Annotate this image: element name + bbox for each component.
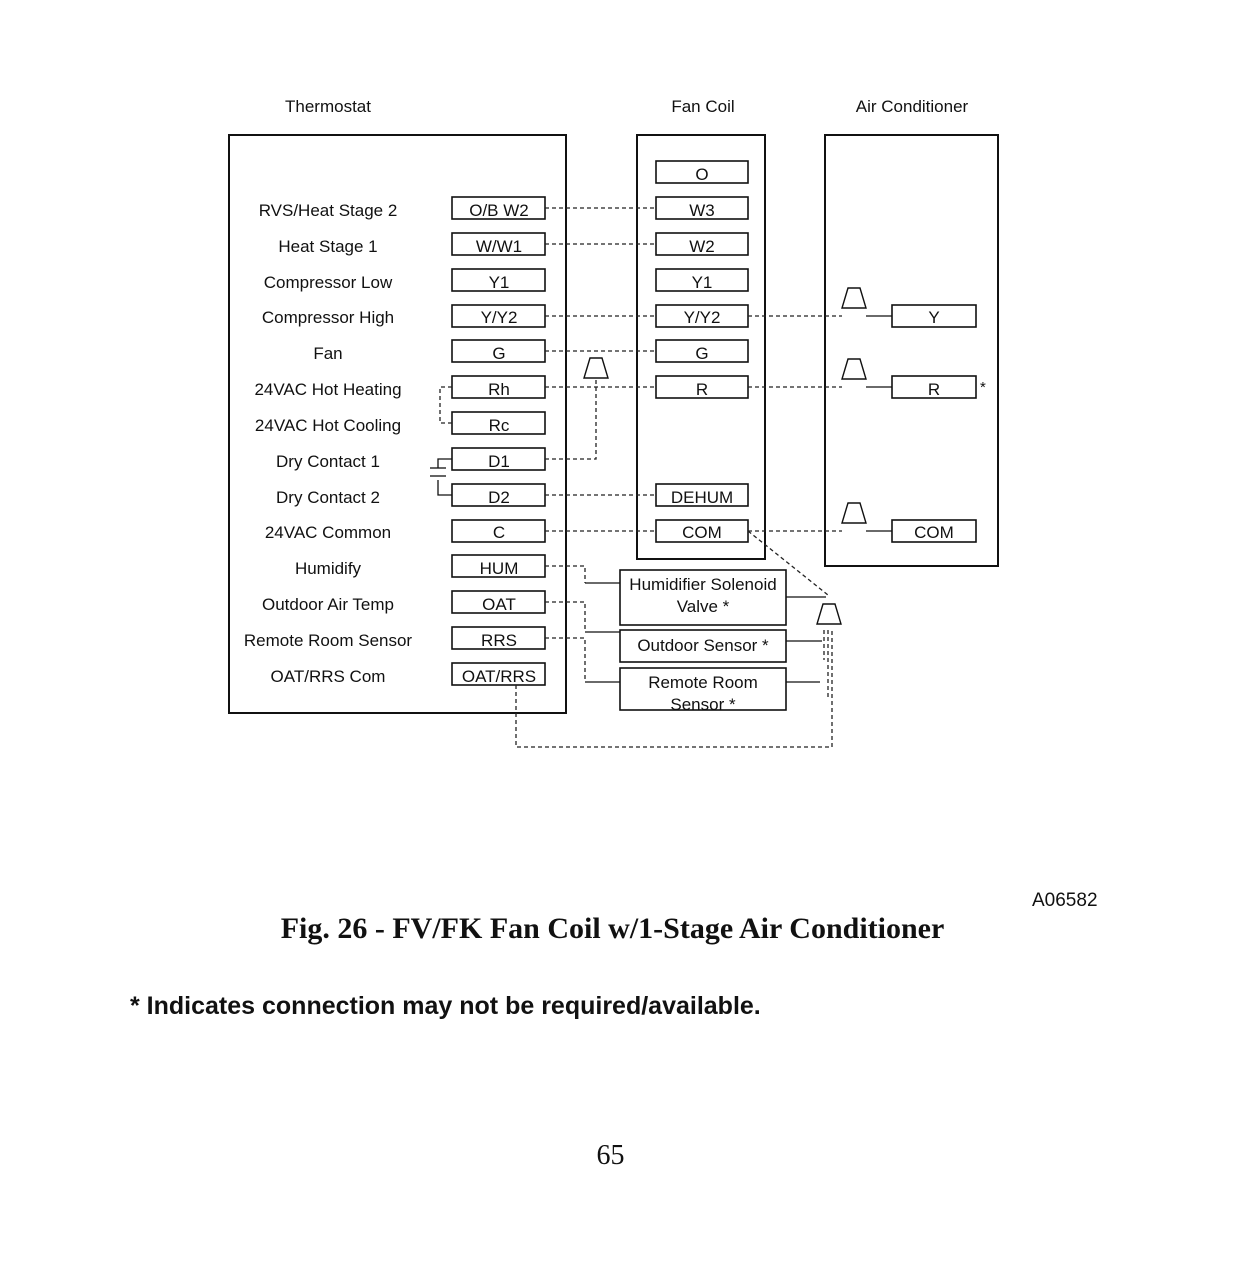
terminal-label: D1: [488, 452, 510, 471]
terminal-label: Y1: [489, 273, 510, 292]
outdoor-sensor: Outdoor Sensor *: [619, 629, 787, 663]
terminal-label: R: [696, 380, 708, 399]
page-number: 65: [596, 1140, 625, 1171]
ac-terminal-r: R: [891, 375, 977, 399]
footnote: * Indicates connection may not be requir…: [130, 992, 761, 1020]
thermostat-terminal-w-w1: W/W1: [451, 232, 546, 256]
terminal-label: Y/Y2: [481, 308, 518, 327]
ac-terminal-y: Y: [891, 304, 977, 328]
terminal-label: Y/Y2: [684, 308, 721, 327]
terminal-label: Y: [928, 308, 939, 327]
terminal-label: DEHUM: [671, 488, 733, 507]
humidifier-label-line1: Humidifier Solenoid: [629, 575, 776, 594]
wire-nut-ac-y: [841, 287, 867, 309]
terminal-label: Rc: [489, 416, 510, 435]
thermostat-terminal-y1: Y1: [451, 268, 546, 292]
label-humidify: Humidify: [295, 559, 362, 578]
thermostat-terminal-y-y2: Y/Y2: [451, 304, 546, 328]
fan-coil-terminal-g: G: [655, 339, 749, 363]
label-24vac-hot-heating: 24VAC Hot Heating: [254, 380, 401, 399]
label-24vac-common: 24VAC Common: [265, 523, 391, 542]
thermostat-header: Thermostat: [285, 97, 371, 116]
terminal-label: G: [492, 344, 505, 363]
ac-r-asterisk: *: [980, 379, 986, 396]
wire-nut-accessory-common: [816, 603, 842, 625]
thermostat-terminal-d1: D1: [451, 447, 546, 471]
fan-coil-terminal-r: R: [655, 375, 749, 399]
humidifier-label-line2: Valve *: [677, 597, 730, 616]
label-compressor-low: Compressor Low: [264, 273, 393, 292]
fan-coil-terminal-w2: W2: [655, 232, 749, 256]
wire-nut-r-d1: [583, 357, 609, 379]
label-24vac-hot-cooling: 24VAC Hot Cooling: [255, 416, 401, 435]
label-remote-room-sensor: Remote Room Sensor: [244, 631, 413, 650]
terminal-label: O/B W2: [469, 201, 529, 220]
fan-coil-terminal-o: O: [655, 160, 749, 184]
field-wiring: [439, 207, 842, 748]
thermostat-terminal-hum: HUM: [451, 554, 546, 578]
label-dry-contact-1: Dry Contact 1: [276, 452, 380, 471]
thermostat-terminal-oat-rrs: OAT/RRS: [451, 662, 546, 686]
thermostat-terminal-rrs: RRS: [451, 626, 546, 650]
humidifier-solenoid-valve: Humidifier Solenoid Valve *: [619, 569, 787, 626]
terminal-label: COM: [682, 523, 722, 542]
outdoor-sensor-label: Outdoor Sensor *: [637, 636, 769, 655]
label-outdoor-air-temp: Outdoor Air Temp: [262, 595, 394, 614]
fan-coil-terminal-com: COM: [655, 519, 749, 543]
terminal-label: RRS: [481, 631, 517, 650]
terminal-label: R: [928, 380, 940, 399]
label-oat-rrs-com: OAT/RRS Com: [271, 667, 386, 686]
terminal-label: Y1: [692, 273, 713, 292]
terminal-label: D2: [488, 488, 510, 507]
air-conditioner-header: Air Conditioner: [856, 97, 969, 116]
terminal-label: HUM: [480, 559, 519, 578]
fan-coil-terminal-w3: W3: [655, 196, 749, 220]
terminal-label: C: [493, 523, 505, 542]
fan-coil-terminal-y-y2: Y/Y2: [655, 304, 749, 328]
thermostat-terminal-c: C: [451, 519, 546, 543]
label-heat-stage-1: Heat Stage 1: [278, 237, 377, 256]
terminal-label: Rh: [488, 380, 510, 399]
remote-room-sensor: Remote Room Sensor *: [619, 667, 787, 714]
wire-nut-ac-r: [841, 358, 867, 380]
wire-nut-connectors: [583, 287, 867, 625]
label-rvs-heat-stage-2: RVS/Heat Stage 2: [259, 201, 398, 220]
solid-wiring: [430, 315, 892, 683]
thermostat-terminal-rh: Rh: [451, 375, 546, 399]
terminal-label: OAT: [482, 595, 516, 614]
label-fan: Fan: [313, 344, 342, 363]
figure-caption: Fig. 26 - FV/FK Fan Coil w/1-Stage Air C…: [280, 912, 945, 945]
thermostat-terminal-g: G: [451, 339, 546, 363]
label-compressor-high: Compressor High: [262, 308, 394, 327]
terminal-label: OAT/RRS: [462, 667, 536, 686]
thermostat-terminal-d2: D2: [451, 483, 546, 507]
wiring-diagram: Thermostat Fan Coil Air Conditioner RVS/…: [228, 97, 999, 748]
label-dry-contact-2: Dry Contact 2: [276, 488, 380, 507]
terminal-label: O: [695, 165, 708, 184]
terminal-label: W/W1: [476, 237, 522, 256]
fan-coil-header: Fan Coil: [671, 97, 734, 116]
wire-nut-ac-com: [841, 502, 867, 524]
air-conditioner-enclosure: [824, 134, 999, 567]
ac-terminal-com: COM: [891, 519, 977, 543]
fan-coil-terminal-dehum: DEHUM: [655, 483, 749, 507]
remote-sensor-label-line1: Remote Room: [648, 673, 758, 692]
terminal-label: COM: [914, 523, 954, 542]
thermostat-terminal-oat: OAT: [451, 590, 546, 614]
figure-code: A06582: [1032, 890, 1098, 911]
terminal-label: W3: [689, 201, 715, 220]
terminal-label: W2: [689, 237, 715, 256]
remote-sensor-label-line2: Sensor *: [670, 695, 736, 714]
terminal-label: G: [695, 344, 708, 363]
fan-coil-terminal-y1: Y1: [655, 268, 749, 292]
thermostat-terminal-rc: Rc: [451, 411, 546, 435]
thermostat-terminal-ob-w2: O/B W2: [451, 196, 546, 220]
